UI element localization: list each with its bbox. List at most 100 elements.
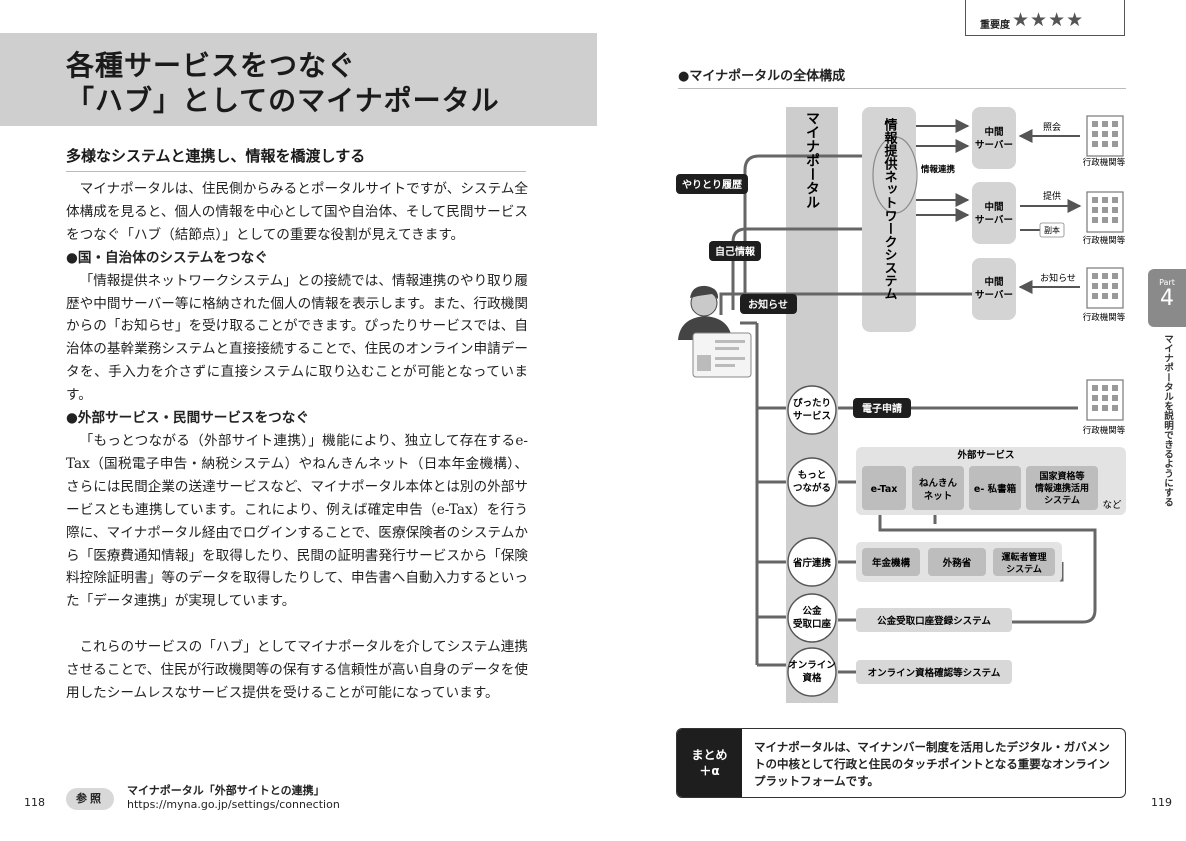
- server-1-line1: 中間: [984, 126, 1003, 138]
- oshirase-tag: [740, 294, 797, 314]
- unten-line1: 運転者管理: [1001, 551, 1046, 563]
- online-line2: 資格: [802, 672, 822, 684]
- body-text: マイナポータルは、住民側からみるとポータルサイトですが、システム全体構成を見ると…: [66, 178, 528, 705]
- server-2-line1: 中間: [984, 201, 1003, 213]
- mynumber-card-icon: [692, 332, 752, 378]
- importance-label: 重要度: [980, 20, 1010, 31]
- shocho-label: 省庁連携: [792, 557, 832, 569]
- page-number-left: 118: [24, 796, 45, 809]
- koukin-sys-label: 公金受取口座登録システム: [877, 615, 991, 627]
- myna-portal-label: マイナポータル: [804, 111, 820, 209]
- summary-text: マイナポータルは、マイナンバー制度を活用したデジタル・ガバメントの中核として行政…: [754, 740, 1110, 788]
- gov-label-2: 行政機関等: [1083, 235, 1126, 246]
- koukin-line2: 受取口座: [793, 618, 832, 630]
- teikyo-label: 提供: [1043, 190, 1061, 202]
- yaritori-label: やりとり履歴: [682, 179, 742, 191]
- info-link-loop: [872, 136, 918, 214]
- eshishobako-label: e- 私書箱: [974, 483, 1017, 495]
- etax-label: e-Tax: [871, 484, 898, 495]
- network-system-label: 情報提供ネットワークシステム: [882, 117, 899, 300]
- gaimusho-box: [928, 548, 986, 576]
- nado-label: など: [1102, 500, 1122, 511]
- oshirase-label: お知らせ: [748, 298, 788, 311]
- summary-label: まとめ ＋α: [677, 729, 742, 797]
- online-sys-label: オンライン資格確認等システム: [868, 667, 1001, 679]
- paragraph-intro: マイナポータルは、住民側からみるとポータルサイトですが、システム全体構成を見ると…: [66, 181, 528, 243]
- summary-label-line2: ＋α: [699, 764, 720, 778]
- koukin-sys-box: [856, 608, 1012, 632]
- server-2: [972, 182, 1016, 244]
- part-word: Part: [1159, 278, 1175, 287]
- network-system-box: [862, 107, 916, 332]
- koukin-line1: 公金: [802, 605, 822, 617]
- nenkin-kikou-box: [862, 548, 920, 576]
- denshi-tag: [853, 398, 911, 418]
- importance-box: 重要度 ★★★★: [965, 0, 1125, 36]
- heading-government: ●国・自治体のシステムをつなぐ: [66, 249, 268, 266]
- kokka-box: [1026, 466, 1098, 510]
- server-1: [972, 107, 1016, 169]
- yaritori-tag: [676, 174, 748, 194]
- shokai-label: 照会: [1043, 121, 1061, 133]
- part-side-caption: マイナポータルを説明できるようにする: [1162, 334, 1173, 507]
- service-circles: [787, 385, 837, 697]
- page-number-right: 119: [1151, 796, 1172, 809]
- jiko-tag: [709, 241, 761, 261]
- star-icon: ★★★★: [1012, 9, 1085, 31]
- server-1-line2: サーバー: [975, 139, 1013, 151]
- kokka-line3: システム: [1044, 495, 1080, 506]
- fukuhon-label: 副本: [1044, 225, 1060, 235]
- unten-box: [993, 548, 1055, 576]
- diagram-title-rule: [678, 88, 1126, 89]
- building-icon: [1086, 115, 1124, 157]
- gov-label-4: 行政機関等: [1083, 425, 1126, 436]
- server-3-line2: サーバー: [975, 289, 1013, 301]
- subhead-divider: [66, 171, 526, 172]
- kokka-line1: 国家資格等: [1039, 470, 1084, 482]
- title-band: [0, 33, 597, 126]
- summary-label-line1: まとめ: [691, 748, 728, 762]
- reference-title: マイナポータル「外部サイトとの連携」: [127, 784, 325, 797]
- gov-label-1: 行政機関等: [1083, 157, 1126, 168]
- eshishobako-box: [969, 466, 1021, 510]
- jiko-label: 自己情報: [715, 245, 756, 258]
- motto-line1: もっと: [798, 470, 827, 481]
- oshirase-small-label: お知らせ: [1040, 272, 1076, 284]
- info-link-label: 情報連携: [920, 164, 956, 175]
- building-icon: [1086, 379, 1124, 421]
- nenkin-box: [912, 466, 964, 510]
- pittari-line2: サービス: [793, 410, 831, 422]
- unten-line2: システム: [1006, 564, 1042, 575]
- paragraph-conclusion: これらのサービスの「ハブ」としてマイナポータルを介してシステム連携させることで、…: [66, 639, 528, 701]
- reference-url[interactable]: https://myna.go.jp/settings/connection: [127, 798, 340, 811]
- nenkin-kikou-label: 年金機構: [872, 557, 911, 569]
- denshi-label: 電子申請: [862, 402, 902, 415]
- heading-external: ●外部サービス・民間サービスをつなぐ: [66, 410, 309, 427]
- online-sys-box: [856, 660, 1012, 684]
- part-number: 4: [1160, 286, 1174, 311]
- building-icon: [1086, 267, 1124, 309]
- pittari-line1: ぴったり: [793, 397, 831, 409]
- page-title-line2: 「ハブ」としてのマイナポータル: [66, 84, 500, 117]
- server-3-line1: 中間: [984, 276, 1003, 288]
- external-title: 外部サービス: [956, 449, 1014, 461]
- paragraph-government: 「情報提供ネットワークシステム」との接続では、情報連携のやり取り履歴や中間サーバ…: [66, 272, 528, 404]
- reference-badge: 参照: [66, 788, 114, 810]
- server-2-line2: サーバー: [975, 214, 1013, 226]
- motto-line2: つながる: [793, 482, 831, 494]
- summary-box: まとめ ＋α マイナポータルは、マイナンバー制度を活用したデジタル・ガバメントの…: [676, 728, 1126, 798]
- part-tab: Part 4: [1148, 269, 1186, 327]
- diagram-title: ●マイナポータルの全体構成: [678, 69, 846, 84]
- section-subhead: 多様なシステムと連携し、情報を橋渡しする: [66, 147, 366, 165]
- page-title-line1: 各種サービスをつなぐ: [66, 49, 357, 82]
- online-line1: オンライン: [788, 660, 836, 671]
- paragraph-external: 「もっとつながる（外部サイト連携）」機能により、独立して存在するe-Tax（国税…: [66, 432, 528, 610]
- fukuhon-box: [1039, 222, 1065, 238]
- server-3: [972, 258, 1016, 320]
- gov-label-3: 行政機関等: [1083, 312, 1126, 323]
- nenkin-line2: ネット: [924, 491, 953, 502]
- gaimusho-label: 外務省: [942, 557, 972, 569]
- nenkin-line1: ねんきん: [919, 478, 958, 489]
- building-icon: [1086, 191, 1124, 233]
